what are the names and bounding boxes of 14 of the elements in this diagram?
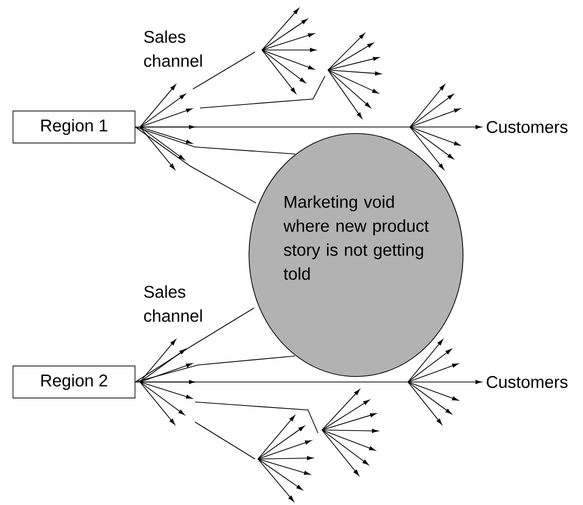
region-box: Region 2 [12,366,136,398]
connector [134,356,296,382]
connector [134,126,296,154]
connector [134,124,482,130]
connector [134,380,482,384]
channel-label: Sales channel [144,30,202,67]
customers-label: Customers [486,120,568,134]
ellipse [248,133,464,377]
customers-label: Customers [486,376,568,388]
region-box: Region 1 [12,110,136,144]
ellipse-text: Marketing void where new product story is not getting told [283,195,429,280]
channel-label: Sales channel [144,285,202,322]
connector [134,308,254,382]
connector [134,126,256,204]
